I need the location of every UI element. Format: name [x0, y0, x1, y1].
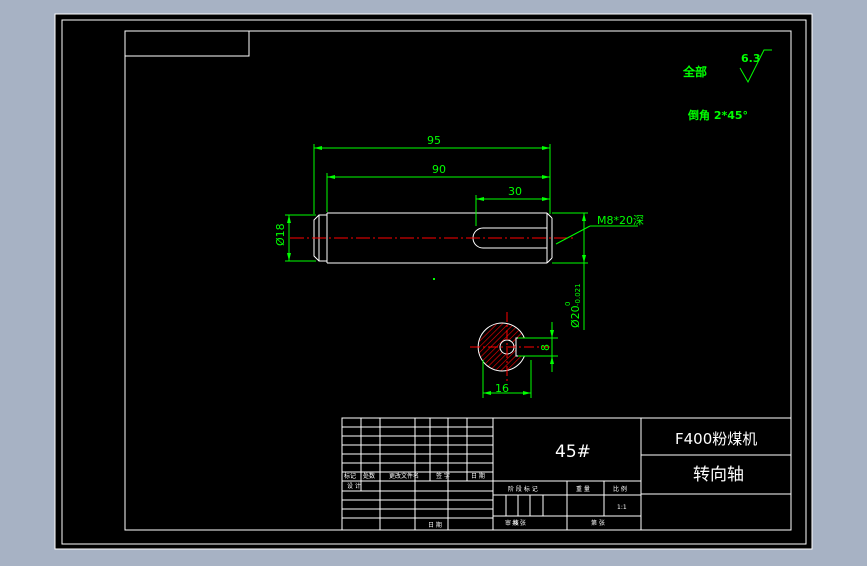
dim-dia20: Ø20 [569, 305, 582, 328]
dimension-lines [285, 144, 638, 330]
section-dimension-arrows [483, 330, 554, 395]
dim-30: 30 [508, 185, 522, 198]
dim-section-8: 8 [539, 344, 552, 351]
part-name: 转向轴 [693, 465, 744, 485]
rev-label-sign: 签 字 [436, 472, 450, 480]
reference-dot [433, 278, 435, 280]
weight-label: 重 量 [576, 485, 590, 493]
rev-label-count: 处数 [363, 472, 375, 480]
dim-dia20-group: Ø20 0 -0.021 [564, 283, 582, 328]
date-label: 日 期 [428, 521, 442, 529]
material-text: 45# [555, 442, 591, 462]
scale-label: 比 例 [613, 485, 627, 493]
dimension-arrows [287, 146, 586, 263]
drawing-paper [54, 13, 813, 550]
dim-section-16: 16 [495, 382, 509, 395]
dim-90: 90 [432, 163, 446, 176]
dim-95: 95 [427, 134, 441, 147]
dim-dia20-upper: 0 [564, 302, 572, 306]
dim-dia18: Ø18 [274, 223, 287, 246]
review-label: 审 核 [505, 519, 519, 527]
title-block-text: 45# F400粉煤机 转向轴 标记 处数 更改文件名 签 字 日 期 设 计 … [344, 430, 757, 529]
design-label: 设 计 [347, 482, 361, 490]
dim-dia20-lower: -0.021 [574, 283, 582, 306]
dim-thread: M8*20深 [597, 214, 644, 227]
roughness-value: 6.3 [741, 52, 761, 65]
rev-label-date: 日 期 [471, 472, 485, 480]
rev-label-mark: 标记 [344, 472, 356, 480]
scale-value: 1:1 [617, 504, 627, 511]
surface-finish-label: 全部 [682, 64, 707, 79]
drawing-number-box [124, 30, 250, 57]
rev-label-file: 更改文件名 [389, 472, 419, 480]
roughness-symbol-icon [739, 49, 772, 84]
machine-name: F400粉煤机 [675, 430, 757, 448]
section-view [470, 312, 550, 383]
chamfer-note: 倒角 2*45° [687, 108, 748, 122]
title-block [341, 417, 792, 531]
drawing-outer-frame [61, 19, 807, 545]
shaft-front-view [290, 212, 575, 264]
total-sheets-label: 共 张 [512, 519, 526, 527]
stage-mark-label: 阶 段 标 记 [508, 485, 538, 493]
sheet-number-label: 第 张 [591, 519, 605, 527]
